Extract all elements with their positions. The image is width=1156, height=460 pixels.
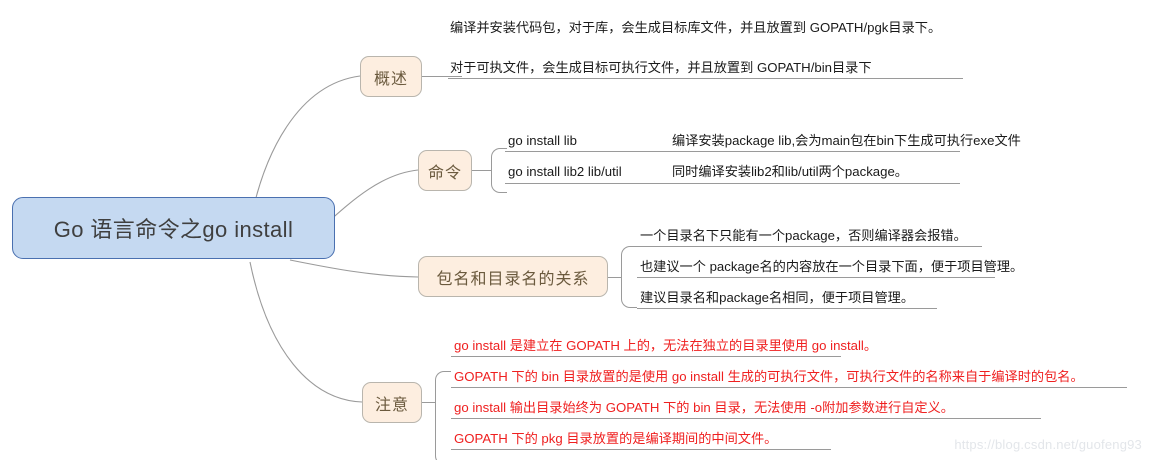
root-node[interactable]: Go 语言命令之go install — [12, 197, 335, 259]
leaf-note-1: GOPATH 下的 bin 目录放置的是使用 go install 生成的可执行… — [454, 369, 1084, 384]
bracket-commands — [491, 148, 507, 193]
bracket-package-dir — [621, 246, 637, 308]
leaf-note-3: GOPATH 下的 pkg 目录放置的是编译期间的中间文件。 — [454, 431, 778, 446]
stub-overview — [422, 76, 462, 77]
rule-note-0 — [451, 356, 841, 357]
branch-label-notes: 注意 — [374, 396, 409, 414]
rule-overview — [448, 78, 963, 79]
leaf-command-desc-1: 同时编译安装lib2和lib/util两个package。 — [672, 164, 908, 179]
rule-package-dir-0 — [637, 246, 982, 247]
rule-package-dir-2 — [637, 308, 937, 309]
rule-note-3 — [451, 449, 831, 450]
connector-notes — [249, 261, 363, 403]
leaf-command-key-0: go install lib — [508, 133, 577, 148]
branch-label-package-dir: 包名和目录名的关系 — [436, 270, 590, 288]
branch-label-overview: 概述 — [373, 70, 408, 88]
leaf-package-dir-2: 建议目录名和package名相同，便于项目管理。 — [640, 290, 915, 305]
connector-package-dir — [289, 259, 419, 278]
rule-package-dir-1 — [637, 277, 995, 278]
leaf-overview-1: 对于可执文件，会生成目标可执行文件，并且放置到 GOPATH/bin目录下 — [450, 60, 872, 75]
leaf-note-0: go install 是建立在 GOPATH 上的，无法在独立的目录里使用 go… — [454, 338, 878, 353]
rule-note-2 — [451, 418, 1041, 419]
rule-command-1 — [505, 183, 960, 184]
branch-node-overview[interactable]: 概述 — [360, 56, 422, 97]
leaf-package-dir-0: 一个目录名下只能有一个package，否则编译器会报错。 — [640, 228, 967, 243]
root-node-label: Go 语言命令之go install — [53, 217, 294, 242]
branch-label-commands: 命令 — [427, 164, 462, 182]
branch-node-notes[interactable]: 注意 — [362, 382, 422, 423]
leaf-command-key-1: go install lib2 lib/util — [508, 164, 622, 179]
stub-notes — [422, 402, 436, 403]
rule-note-1 — [451, 387, 1127, 388]
leaf-note-2: go install 输出目录始终为 GOPATH 下的 bin 目录，无法使用… — [454, 400, 954, 415]
leaf-overview-0: 编译并安装代码包，对于库，会生成目标库文件，并且放置到 GOPATH/pgk目录… — [450, 20, 942, 35]
leaf-command-desc-0: 编译安装package lib,会为main包在bin下生成可执行exe文件 — [672, 133, 1021, 148]
leaf-package-dir-1: 也建议一个 package名的内容放在一个目录下面，便于项目管理。 — [640, 259, 1024, 274]
stub-commands — [472, 170, 492, 171]
watermark: https://blog.csdn.net/guofeng93 — [954, 437, 1142, 452]
rule-command-0 — [505, 151, 960, 152]
stub-package-dir — [608, 277, 622, 278]
bracket-notes — [435, 371, 451, 460]
branch-node-package-dir[interactable]: 包名和目录名的关系 — [418, 256, 608, 297]
branch-node-commands[interactable]: 命令 — [418, 150, 472, 191]
